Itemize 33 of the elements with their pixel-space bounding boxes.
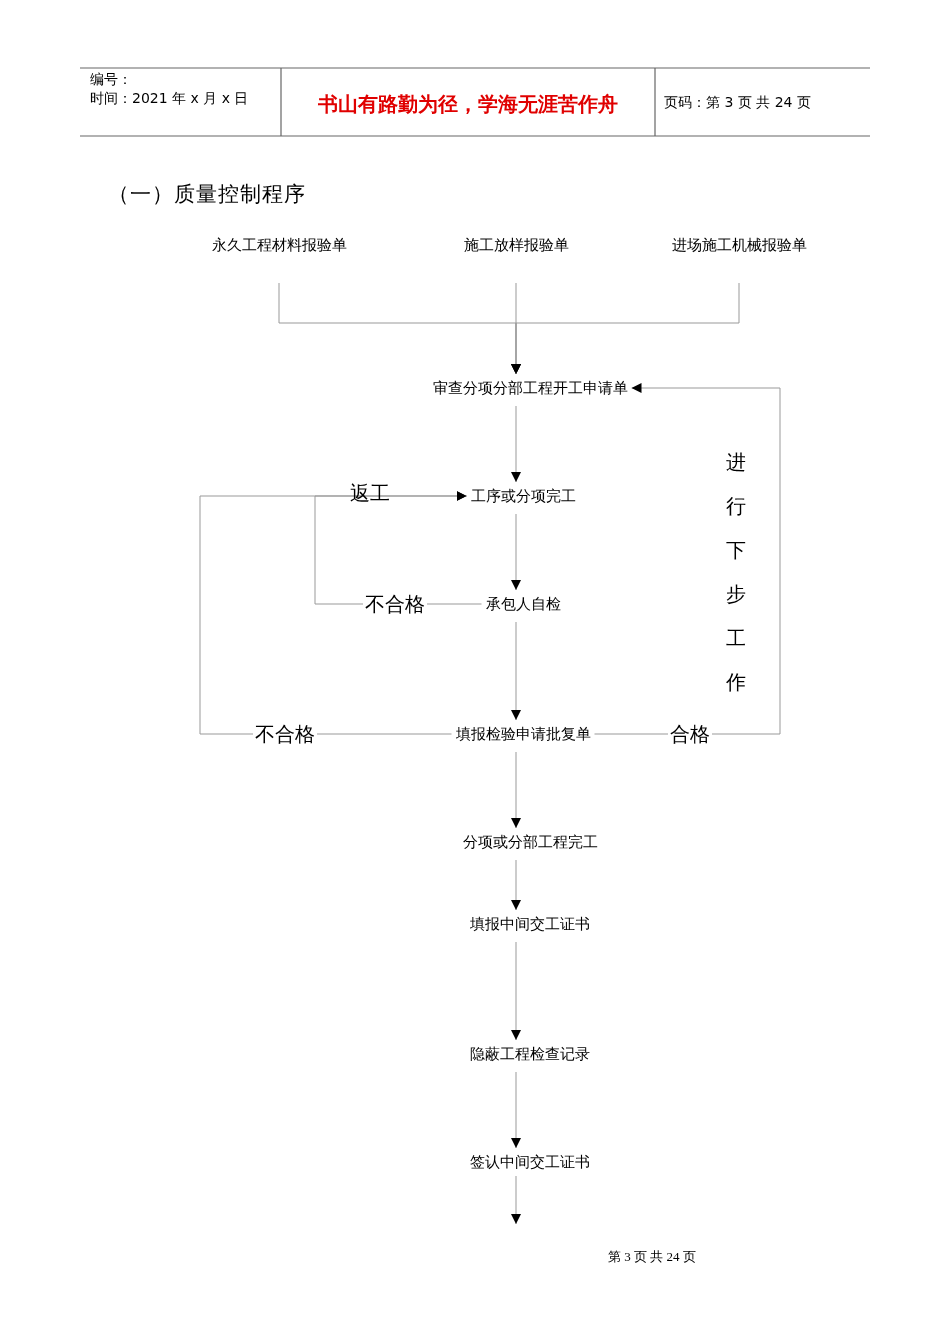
section-title: （一）质量控制程序 [108, 181, 306, 208]
flow-arrow [511, 751, 521, 829]
flow-step-text: 填报中间交工证书 [470, 914, 590, 934]
header-date-text: 时间：2021 年 x 月 x 日 [90, 90, 249, 108]
flow-arrow [511, 859, 521, 911]
edge-label: 不合格 [363, 592, 427, 616]
header-motto: 书山有路勤为径，学海无涯苦作舟 [318, 90, 618, 118]
edge-label: 合格 [668, 722, 712, 746]
rework-label: 返工 [350, 481, 390, 506]
header-field-label: 编号： [90, 71, 132, 89]
flow-step-text: 工序或分项完工 [470, 486, 576, 506]
flow-step-text: 签认中间交工证书 [470, 1152, 590, 1172]
flow-arrow [511, 621, 521, 721]
flow-arrow [511, 405, 521, 483]
flow-arrow [199, 491, 467, 735]
flow-arrow [511, 513, 521, 591]
header-page-number: 页码：第 3 页 共 24 页 [664, 94, 811, 112]
flow-arrow [511, 941, 521, 1041]
flow-step-text: 施工放样报验单 [463, 235, 569, 255]
flow-arrow [511, 282, 740, 375]
vertical-note-text: 进行下步工作 [726, 450, 746, 695]
flow-step-text: 进场施工机械报验单 [671, 235, 807, 255]
flow-step-text: 审查分项分部工程开工申请单 [432, 378, 628, 398]
flow-step-text: 分项或分部工程完工 [462, 832, 598, 852]
flow-step-text: 隐蔽工程检查记录 [470, 1044, 590, 1064]
flow-step-text: 填报检验申请批复单 [455, 724, 591, 744]
flow-step-text: 永久工程材料报验单 [211, 235, 347, 255]
page-footer: 第 3 页 共 24 页 [608, 1248, 696, 1266]
flow-arrow [594, 383, 781, 735]
flow-step-text: 承包人自检 [485, 594, 561, 614]
flow-arrow [511, 1175, 521, 1225]
edge-label: 不合格 [253, 722, 317, 746]
flow-arrow [511, 1071, 521, 1149]
